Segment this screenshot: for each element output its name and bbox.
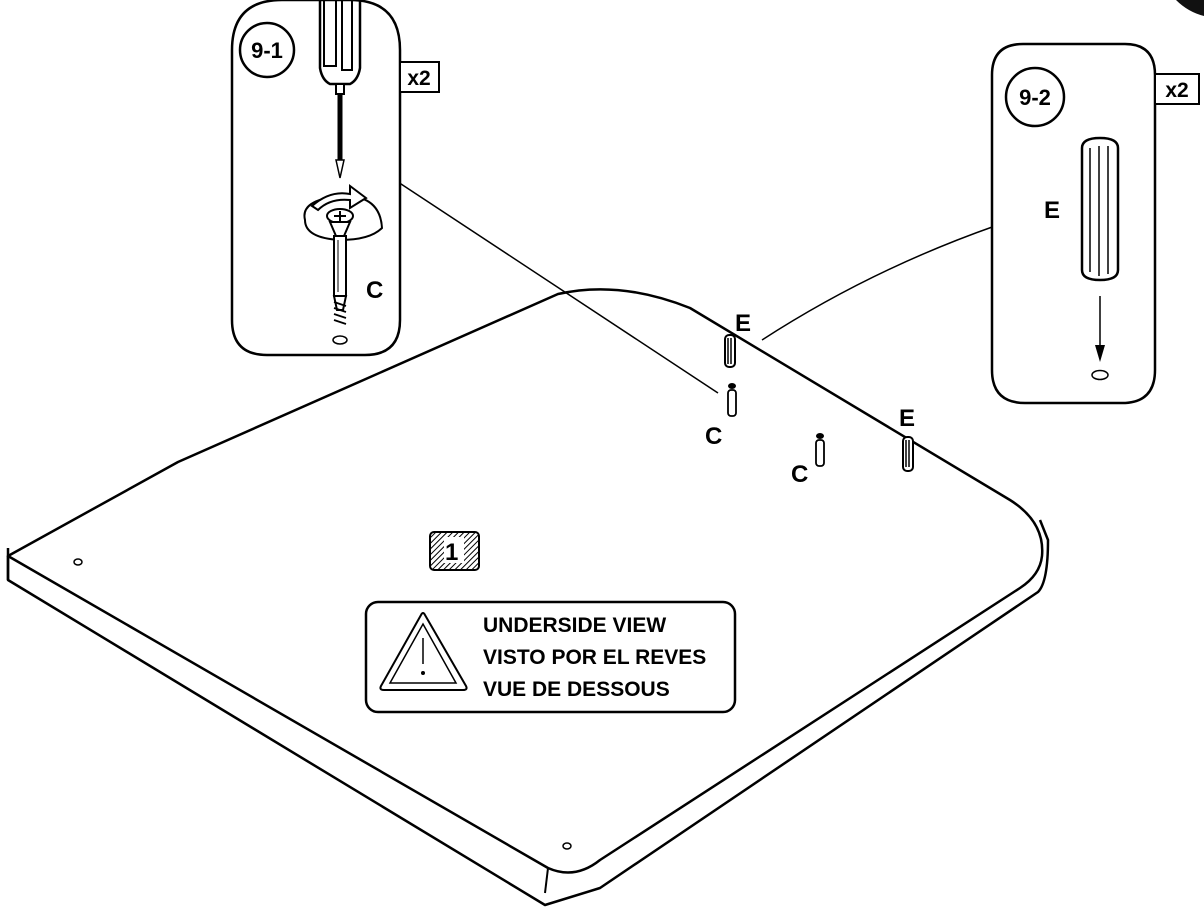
underside-notice: UNDERSIDE VIEW VISTO POR EL REVES VUE DE…	[364, 600, 737, 714]
dowel-part	[1080, 136, 1120, 282]
dowel-part	[724, 334, 736, 368]
panel-number-badge: 1	[429, 531, 480, 571]
notice-line: VUE DE DESSOUS	[483, 678, 670, 701]
board-hole	[562, 842, 572, 850]
quantity-text: x2	[1165, 79, 1188, 102]
screw-part	[727, 383, 737, 417]
step-number: 9-1	[251, 38, 283, 63]
dowel-label: E	[735, 310, 751, 337]
down-arrow-icon	[1095, 296, 1105, 362]
dowel-label: E	[899, 405, 915, 432]
step-number-circle	[238, 21, 296, 79]
quantity-tag	[1154, 73, 1200, 105]
part-label: C	[366, 277, 383, 304]
screw-part	[815, 433, 825, 467]
step-callout-9-1: 9-1 x2 C	[230, 0, 440, 357]
screw-part	[326, 208, 354, 325]
step-number: 9-2	[1019, 85, 1051, 110]
warning-icon	[379, 612, 468, 691]
board-hole	[73, 558, 83, 566]
step-number-circle	[1004, 66, 1066, 128]
dowel-hole	[1091, 369, 1109, 381]
pilot-hole	[332, 335, 348, 345]
panel-number: 1	[445, 539, 458, 566]
leader-line-step2	[761, 225, 996, 341]
notice-line: VISTO POR EL REVES	[483, 646, 706, 669]
screw-label: C	[705, 423, 722, 450]
part-label: E	[1044, 197, 1060, 224]
corner-badge-fragment	[1176, 0, 1204, 16]
dowel-part	[902, 436, 914, 472]
board-panel	[6, 288, 1050, 907]
leader-line-step1	[397, 181, 719, 394]
rotate-arrow-icon	[303, 184, 384, 242]
screw-label: C	[791, 461, 808, 488]
screwdriver-icon	[318, 0, 362, 179]
quantity-tag	[399, 61, 440, 93]
notice-line: UNDERSIDE VIEW	[483, 614, 666, 637]
quantity-text: x2	[407, 67, 430, 90]
step-callout-9-2: 9-2 x2 E	[990, 42, 1200, 405]
